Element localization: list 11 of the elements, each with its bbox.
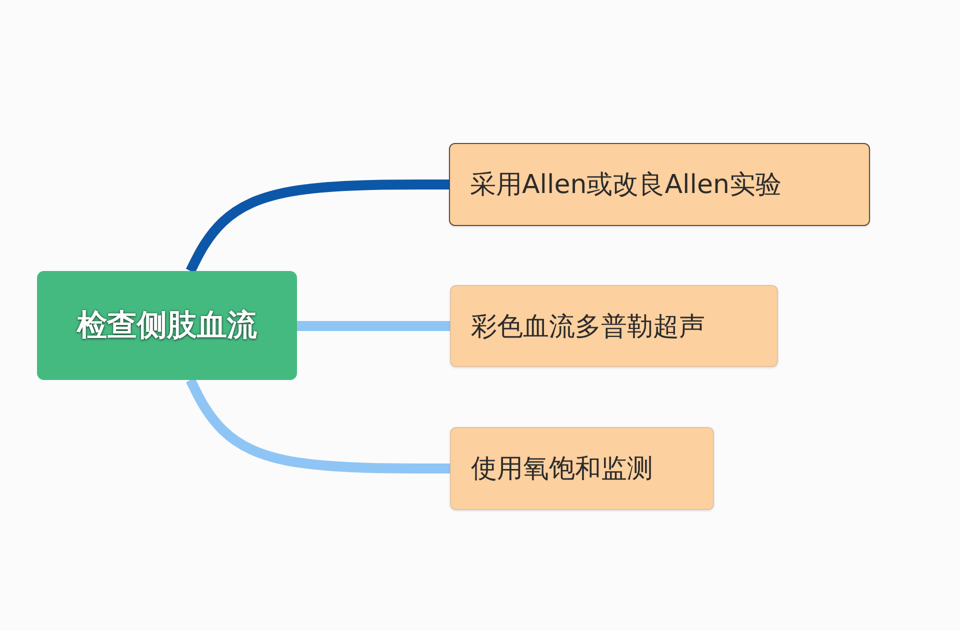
subtopic-box [450, 285, 778, 367]
branch-line [297, 321, 450, 331]
topic-label: 使用氧饱和监测 [471, 453, 653, 486]
central-topic-box [37, 271, 297, 380]
topic-label: 检查侧肢血流 [77, 307, 257, 345]
subtopic-box [449, 143, 870, 226]
topic-label: 采用Allen或改良Allen实验 [470, 169, 782, 202]
subtopic-box [450, 427, 714, 510]
branch-line [186, 378, 450, 474]
topic-label: 彩色血流多普勒超声 [471, 310, 705, 344]
branch-line [186, 180, 449, 274]
